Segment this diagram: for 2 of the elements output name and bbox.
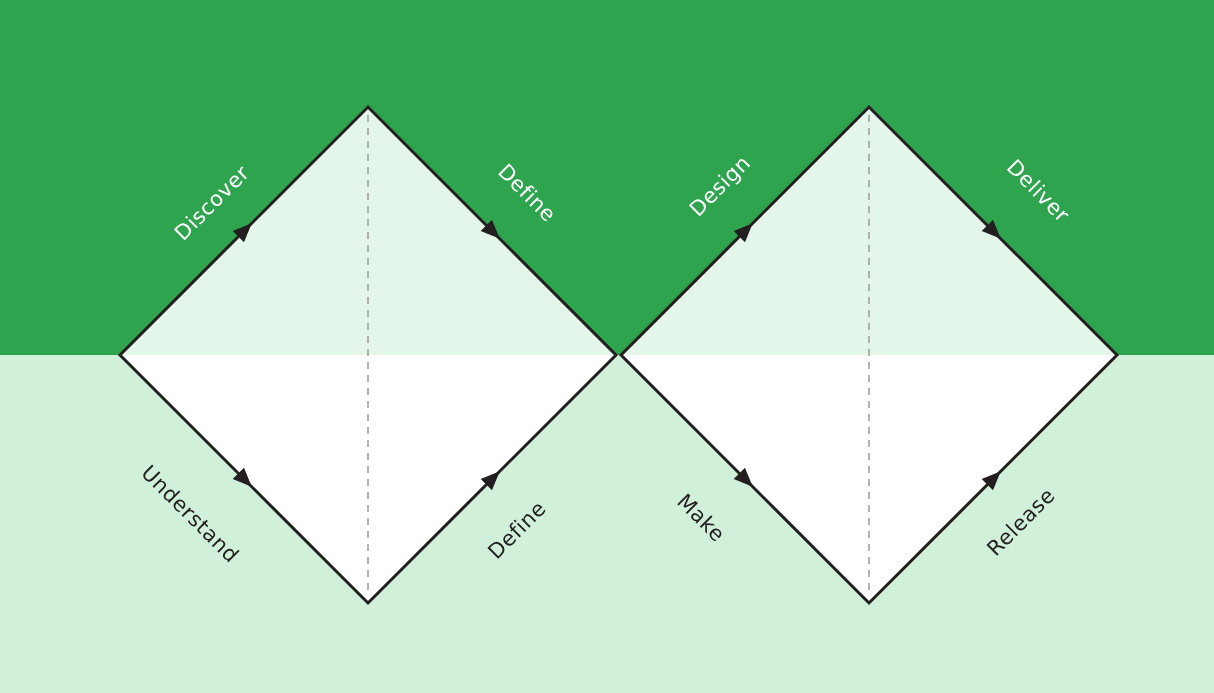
diamond-drawing (117, 104, 619, 606)
diamond-drawing (618, 104, 1120, 606)
